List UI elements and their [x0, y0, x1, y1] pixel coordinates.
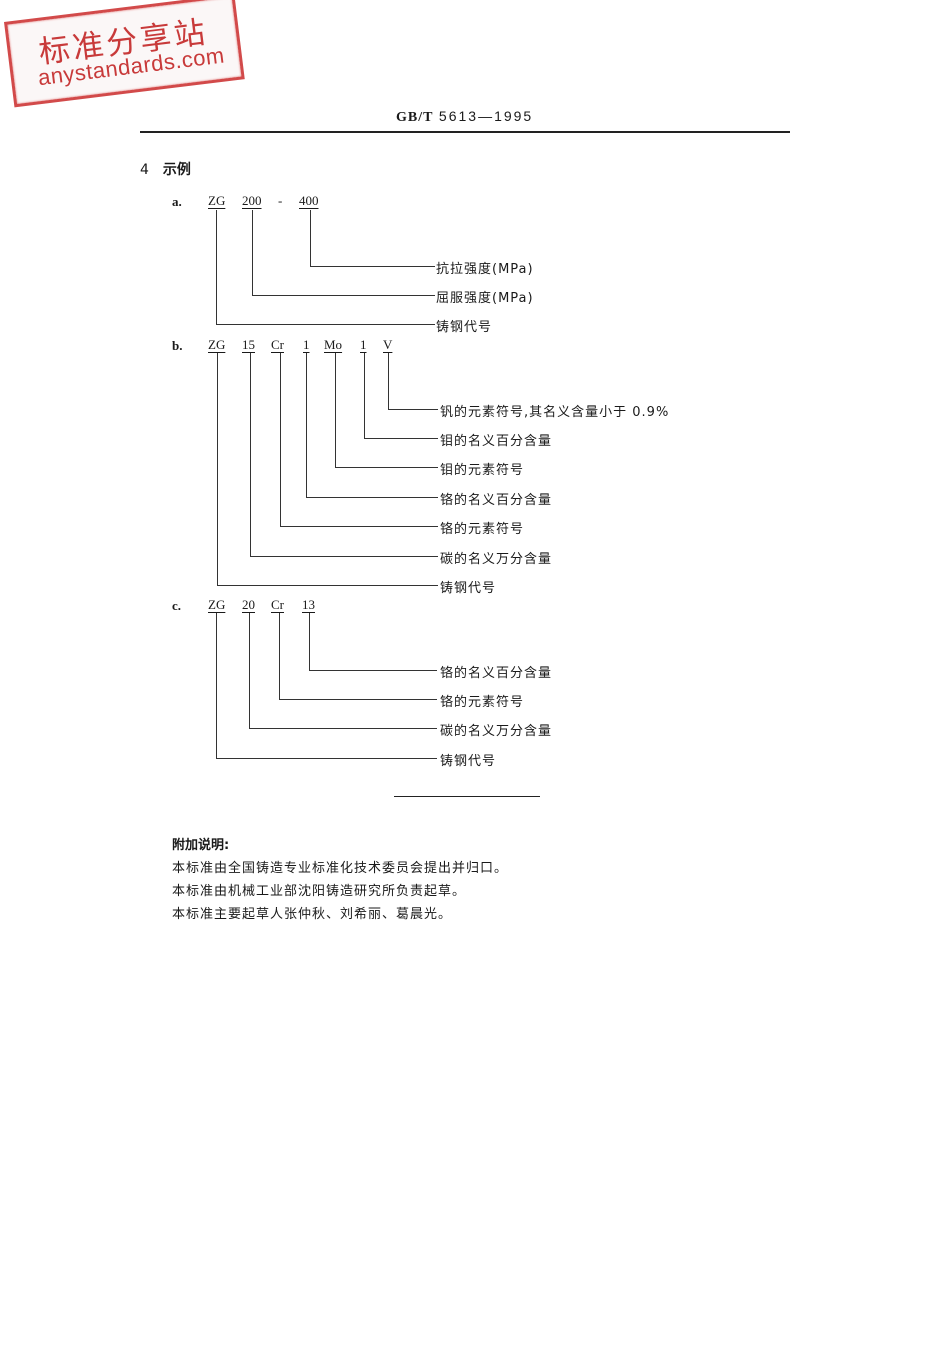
connector-line — [364, 438, 438, 439]
example-label: b. — [172, 338, 183, 353]
token-tensile: 400 — [299, 193, 319, 208]
connector-line — [216, 758, 437, 759]
connector-line — [280, 353, 281, 526]
note-line: 本标准主要起草人张仲秋、刘希丽、葛晨光。 — [172, 907, 453, 922]
connector-line — [335, 353, 336, 467]
connector-line — [249, 728, 437, 729]
standard-number: 5613—1995 — [438, 108, 534, 124]
connector-line — [280, 526, 438, 527]
connector-line — [388, 409, 438, 410]
connector-line — [279, 699, 437, 700]
header-rule — [140, 131, 790, 133]
section-number: 4 — [140, 162, 149, 178]
connector-line — [279, 613, 280, 699]
description: 铬的元素符号 — [440, 695, 525, 710]
connector-line — [388, 353, 389, 409]
connector-line — [217, 353, 218, 585]
connector-line — [364, 353, 365, 438]
token-mo: Mo — [324, 337, 343, 352]
standard-prefix: GB/T — [396, 110, 434, 125]
token-zg: ZG — [208, 193, 226, 208]
description: 钼的元素符号 — [440, 463, 525, 478]
token-cr-content: 1 — [303, 337, 310, 352]
description: 铬的元素符号 — [440, 522, 525, 537]
note-line: 本标准由机械工业部沈阳铸造研究所负责起草。 — [172, 884, 467, 899]
connector-line — [250, 556, 438, 557]
description: 铸钢代号 — [436, 320, 493, 335]
connector-line — [335, 467, 438, 468]
token-zg: ZG — [208, 337, 226, 352]
description: 碳的名义万分含量 — [440, 724, 553, 739]
token-yield: 200 — [242, 193, 262, 208]
connector-line — [252, 295, 435, 296]
token-mo-content: 1 — [360, 337, 367, 352]
token-carbon: 15 — [242, 337, 255, 352]
example-label: a. — [172, 194, 182, 209]
section-heading: 4 示例 — [140, 159, 191, 179]
watermark-stamp: 标准分享站 anystandards.com — [4, 0, 245, 108]
connector-line — [216, 210, 217, 324]
example-label: c. — [172, 598, 182, 613]
token-carbon: 20 — [242, 597, 255, 612]
description: 抗拉强度(MPa) — [436, 262, 534, 277]
description: 屈服强度(MPa) — [436, 291, 534, 306]
connector-line — [310, 266, 435, 267]
description: 铸钢代号 — [440, 581, 497, 596]
token-cr-content: 13 — [302, 597, 315, 612]
connector-line — [216, 613, 217, 758]
description: 铬的名义百分含量 — [440, 666, 553, 681]
notes-title: 附加说明: — [172, 838, 230, 853]
connector-line — [217, 585, 438, 586]
token-v: V — [383, 337, 393, 352]
description: 碳的名义万分含量 — [440, 552, 553, 567]
description: 铬的名义百分含量 — [440, 493, 553, 508]
section-title: 示例 — [162, 162, 191, 178]
description: 铸钢代号 — [440, 754, 497, 769]
standard-code: GB/T 5613—1995 — [396, 108, 533, 126]
description: 钼的名义百分含量 — [440, 434, 553, 449]
token-dash: - — [278, 193, 283, 208]
token-cr: Cr — [271, 597, 284, 612]
connector-line — [309, 613, 310, 670]
connector-line — [309, 670, 437, 671]
token-cr: Cr — [271, 337, 284, 352]
connector-line — [250, 353, 251, 556]
note-line: 本标准由全国铸造专业标准化技术委员会提出并归口。 — [172, 861, 509, 876]
connector-line — [216, 324, 435, 325]
connector-line — [249, 613, 250, 728]
end-rule — [394, 796, 540, 797]
token-zg: ZG — [208, 597, 226, 612]
description: 钒的元素符号,其名义含量小于 0.9% — [440, 405, 670, 420]
connector-line — [252, 210, 253, 295]
connector-line — [310, 210, 311, 266]
connector-line — [306, 497, 438, 498]
connector-line — [306, 353, 307, 497]
